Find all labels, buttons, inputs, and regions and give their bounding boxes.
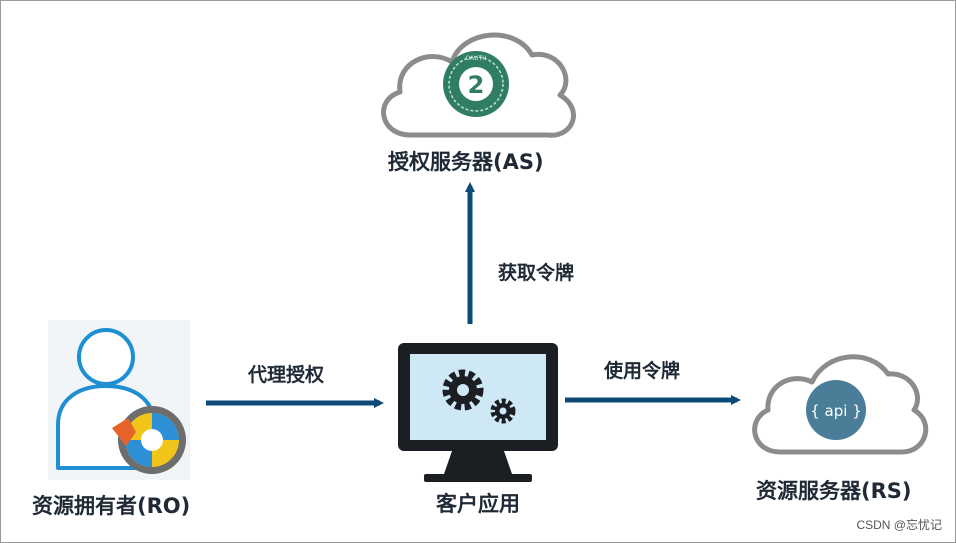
api-badge-text: { api } — [810, 402, 862, 420]
use-token-label: 使用令牌 — [604, 360, 681, 382]
ro-label: 资源拥有者(RO) — [32, 494, 191, 518]
api-badge-icon: { api } — [806, 380, 866, 440]
watermark: CSDN @忘忧记 — [856, 518, 942, 532]
rs-label: 资源服务器(RS) — [756, 479, 912, 503]
get-token-label: 获取令牌 — [498, 262, 575, 284]
delegate-auth-label: 代理授权 — [248, 364, 325, 386]
monitor-icon — [398, 343, 558, 482]
client-label: 客户应用 — [436, 492, 520, 516]
browser-icon — [112, 406, 186, 474]
as-label: 授权服务器(AS) — [388, 150, 544, 174]
oauth-badge-number: 2 — [468, 71, 485, 99]
gear-icon — [442, 369, 484, 411]
small-gear-icon — [490, 398, 516, 424]
oauth-badge-ring-text: OAUTH — [465, 55, 486, 62]
oauth-logo-icon: 2 OAUTH — [443, 51, 509, 117]
